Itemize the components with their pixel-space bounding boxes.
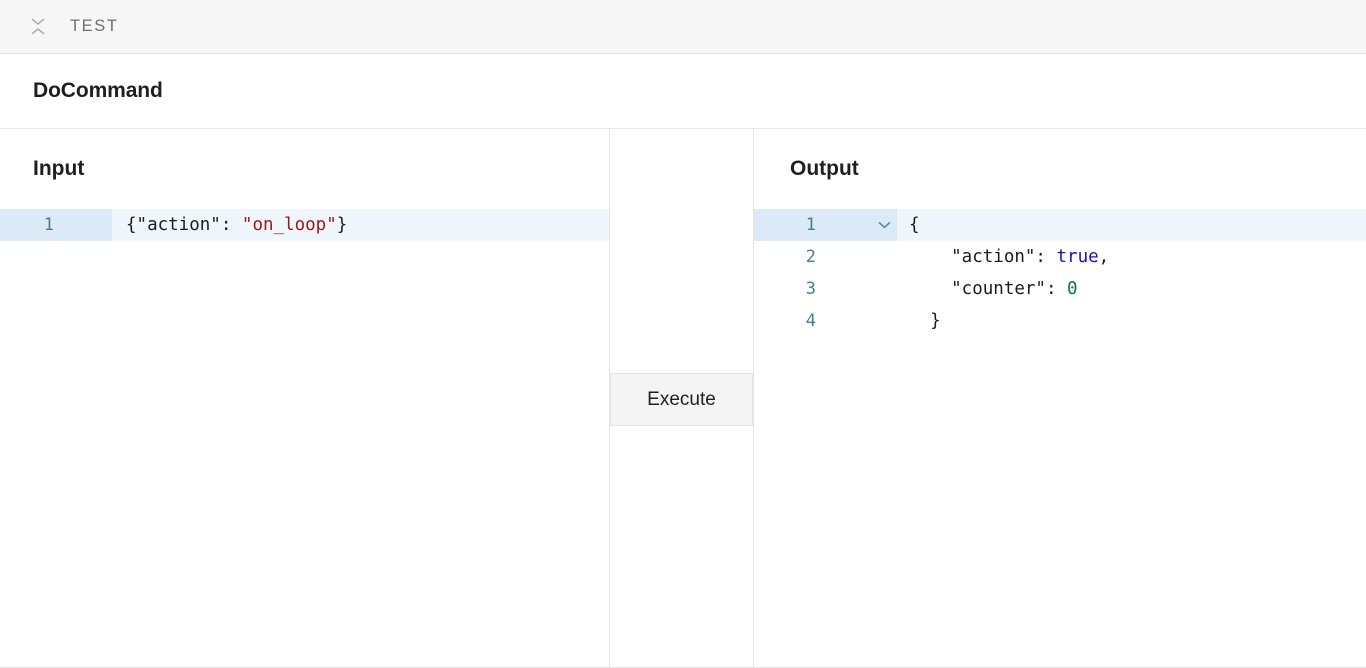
output-heading: Output [790,157,859,180]
token-key: "counter": [909,279,1068,299]
line-number: 1 [754,209,871,241]
code-line[interactable]: 3 "counter": 0 [754,273,1366,305]
code-text: {"action": "on_loop"} [112,209,609,241]
topbar: TEST [0,0,1366,54]
token-punct: {"action": [126,215,242,235]
code-text: "action": true, [897,241,1366,273]
token-num: 0 [1067,279,1078,299]
line-number: 3 [805,279,816,299]
token-punct: , [1098,247,1110,267]
token-punct: } [909,311,941,331]
line-number: 2 [805,247,816,267]
collapse-chevrons-icon[interactable] [24,13,52,41]
code-text: "counter": 0 [897,273,1366,305]
code-line[interactable]: 1{ [754,209,1366,241]
middle-pane: Execute [609,129,754,667]
chevron-down-icon[interactable] [871,209,897,241]
editor-body: Input 1{"action": "on_loop"} Execute Out… [0,129,1366,668]
page-title: DoCommand [33,79,163,102]
fold-spacer [871,273,897,305]
middle-spacer-top [610,129,753,373]
command-header: DoCommand [0,54,1366,129]
token-bool: true [1056,247,1099,267]
code-line[interactable]: 4 } [754,305,1366,337]
execute-button-wrap: Execute [610,373,753,426]
code-text: } [897,305,1366,337]
code-text: { [897,209,1366,241]
execute-button[interactable]: Execute [610,373,753,426]
input-pane: Input 1{"action": "on_loop"} [0,129,609,667]
token-punct: } [336,215,348,235]
fold-spacer [871,305,897,337]
token-key: "action": [909,247,1057,267]
input-heading: Input [33,157,85,180]
middle-spacer-bottom [610,426,753,667]
line-number: 1 [0,209,112,241]
token-string: "on_loop" [241,215,337,235]
fold-spacer [871,241,897,273]
code-line[interactable]: 2 "action": true, [754,241,1366,273]
input-code-editor[interactable]: 1{"action": "on_loop"} [0,209,609,667]
output-pane: Output 1{2 "action": true,3 "counter": 0… [754,129,1366,667]
line-number: 4 [805,311,816,331]
topbar-title: TEST [70,17,119,35]
token-punct: { [909,215,920,235]
code-line[interactable]: 1{"action": "on_loop"} [0,209,609,241]
